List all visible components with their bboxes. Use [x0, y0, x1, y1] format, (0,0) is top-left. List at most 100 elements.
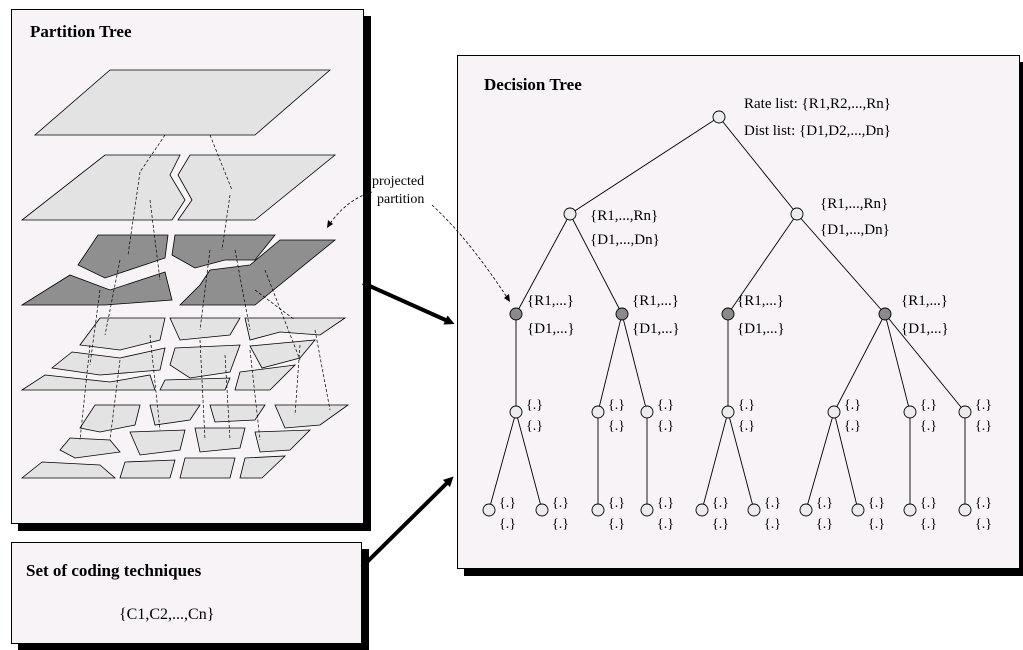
- leaf-label: {.}: [920, 496, 937, 511]
- tree-edge: [515, 213, 571, 315]
- tree-edge: [727, 411, 755, 511]
- tree-node: [903, 405, 917, 419]
- leaf-label: {.}: [920, 398, 937, 413]
- level1-right-rate: {R1,...,Rn}: [820, 196, 888, 212]
- projected-label-line2: partition: [377, 192, 424, 207]
- partition-tree-title: Partition Tree: [30, 22, 132, 41]
- partition-layer-1: [33, 69, 332, 136]
- leaf-label: {.}: [657, 517, 674, 532]
- decision-tree-title: Decision Tree: [484, 75, 582, 94]
- tree-node: [615, 307, 629, 321]
- leaf-label: {.}: [738, 419, 755, 434]
- level2-2-dist: {D1,...}: [632, 321, 680, 337]
- tree-node: [958, 405, 972, 419]
- tree-node: [721, 405, 735, 419]
- level1-left-rate: {R1,...,Rn}: [590, 208, 658, 224]
- leaf-label: {.}: [608, 419, 625, 434]
- leaf-label: {.}: [657, 496, 674, 511]
- tree-node: [640, 405, 654, 419]
- leaf-label: {.}: [975, 398, 992, 413]
- level2-3-rate: {R1,...}: [737, 293, 784, 309]
- leaf-label: {.}: [499, 517, 516, 532]
- connection-arrows: [360, 281, 455, 569]
- decision-tree-edges: [488, 116, 966, 511]
- tree-edge: [833, 313, 886, 413]
- leaf-label: {.}: [552, 517, 569, 532]
- level2-1-rate: {R1,...}: [527, 293, 574, 309]
- level2-3-dist: {D1,...}: [737, 321, 785, 337]
- leaf-label: {.}: [844, 398, 861, 413]
- tree-edge: [718, 116, 798, 215]
- tree-edge: [569, 213, 623, 315]
- tree-node: [535, 503, 549, 517]
- leaf-label: {.}: [920, 419, 937, 434]
- partition-layer-2: [20, 154, 337, 221]
- tree-edge: [515, 411, 543, 511]
- partition-layer-3: [20, 234, 337, 306]
- tree-node: [695, 503, 709, 517]
- tree-node: [747, 503, 761, 517]
- leaf-label: {.}: [738, 398, 755, 413]
- tree-edge: [597, 313, 623, 413]
- leaf-label: {.}: [712, 496, 729, 511]
- projected-arrow-right: [431, 204, 511, 303]
- leaf-label: {.}: [526, 398, 543, 413]
- level2-2-rate: {R1,...}: [632, 293, 679, 309]
- projected-label-line1: projected: [372, 174, 424, 189]
- tree-node: [878, 307, 892, 321]
- tree-node: [903, 503, 917, 517]
- leaf-label: {.}: [975, 419, 992, 434]
- tree-edge: [569, 116, 720, 215]
- tree-node: [851, 503, 865, 517]
- partition-to-decision-arrow: [362, 281, 455, 325]
- partition-projection-lines: [79, 134, 331, 441]
- leaf-label: {.}: [712, 517, 729, 532]
- tree-edge: [488, 411, 517, 511]
- tree-node: [591, 503, 605, 517]
- leaf-label: {.}: [608, 517, 625, 532]
- tree-node: [563, 207, 577, 221]
- coding-techniques-title: Set of coding techniques: [26, 561, 202, 580]
- tree-edge: [805, 411, 835, 511]
- tree-edge: [727, 213, 798, 315]
- leaf-label: {.}: [657, 419, 674, 434]
- level1-left-dist: {D1,...,Dn}: [590, 232, 660, 248]
- tree-node: [591, 405, 605, 419]
- leaf-label: {.}: [816, 517, 833, 532]
- leaf-label: {.}: [657, 398, 674, 413]
- projected-partition-annotation: projected partition: [326, 174, 511, 303]
- tree-node: [790, 207, 804, 221]
- projected-arrow-left: [326, 191, 373, 229]
- leaf-label: {.}: [975, 496, 992, 511]
- leaf-label: {.}: [764, 496, 781, 511]
- leaf-label: {.}: [552, 496, 569, 511]
- tree-node: [827, 405, 841, 419]
- tree-edge: [884, 313, 966, 413]
- tree-edge: [796, 213, 886, 315]
- partition-layer-5: [20, 404, 350, 479]
- level2-4-rate: {R1,...}: [901, 293, 948, 309]
- level2-4-dist: {D1,...}: [901, 321, 949, 337]
- leaf-label: {.}: [526, 419, 543, 434]
- tree-edge: [701, 411, 729, 511]
- leaf-label: {.}: [499, 496, 516, 511]
- root-rate-list: Rate list: {R1,R2,...,Rn}: [744, 96, 891, 112]
- leaf-label: {.}: [975, 517, 992, 532]
- leaf-label: {.}: [764, 517, 781, 532]
- decision-tree-nodes: [482, 110, 972, 517]
- tree-edge: [833, 411, 859, 511]
- tree-node: [640, 503, 654, 517]
- leaf-label: {.}: [868, 517, 885, 532]
- tree-node: [799, 503, 813, 517]
- coding-techniques-set: {C1,C2,...,Cn}: [119, 606, 215, 623]
- tree-node: [712, 110, 726, 124]
- leaf-label: {.}: [816, 496, 833, 511]
- coding-to-decision-arrow: [360, 476, 454, 569]
- level2-1-dist: {D1,...}: [527, 321, 575, 337]
- tree-edge: [621, 313, 648, 413]
- tree-node: [509, 405, 523, 419]
- leaf-label: {.}: [920, 517, 937, 532]
- tree-node: [721, 307, 735, 321]
- leaf-label: {.}: [868, 496, 885, 511]
